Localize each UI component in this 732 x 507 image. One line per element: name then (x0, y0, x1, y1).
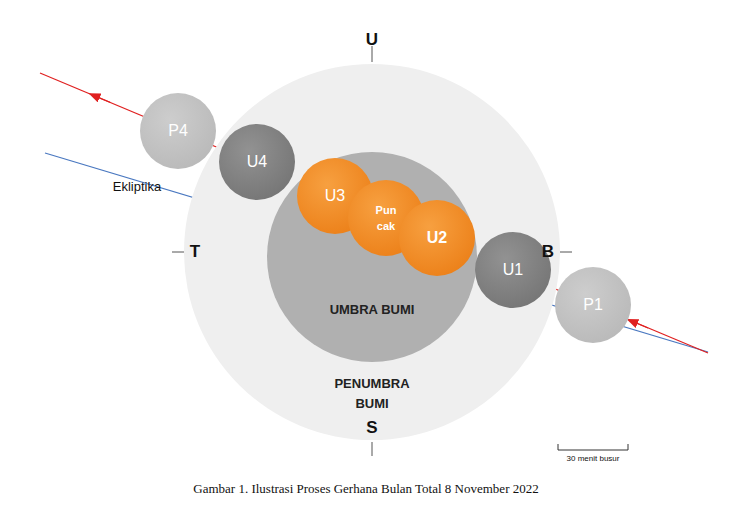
compass-east: T (190, 242, 200, 262)
compass-south: S (366, 418, 377, 438)
scale-label: 30 menit busur (567, 454, 620, 463)
moon-label: U1 (503, 261, 523, 279)
moon-label: U2 (427, 229, 447, 247)
tick (372, 442, 373, 456)
moon-label: U4 (247, 153, 267, 171)
moon-disc: U1 (475, 232, 551, 308)
compass-west: B (542, 242, 554, 262)
path-arrow (94, 96, 110, 103)
moon-label: P4 (168, 122, 188, 140)
moon-disc: P4 (140, 93, 216, 169)
tick (558, 252, 572, 253)
moon-label: Pun cak (371, 202, 401, 234)
path-arrow (632, 321, 648, 328)
moon-disc: U2 (399, 200, 475, 276)
moon-disc: P1 (555, 267, 631, 343)
ecliptic-label: Ekliptika (113, 179, 161, 194)
moon-disc: U4 (219, 124, 295, 200)
moon-label: P1 (583, 296, 603, 314)
region-label: UMBRA BUMI (322, 300, 422, 320)
moon-label: U3 (325, 187, 345, 205)
figure-caption: Gambar 1. Ilustrasi Proses Gerhana Bulan… (193, 481, 538, 497)
region-label: PENUMBRA BUMI (322, 374, 422, 414)
compass-north: U (366, 30, 378, 50)
scale-bar (558, 444, 628, 450)
